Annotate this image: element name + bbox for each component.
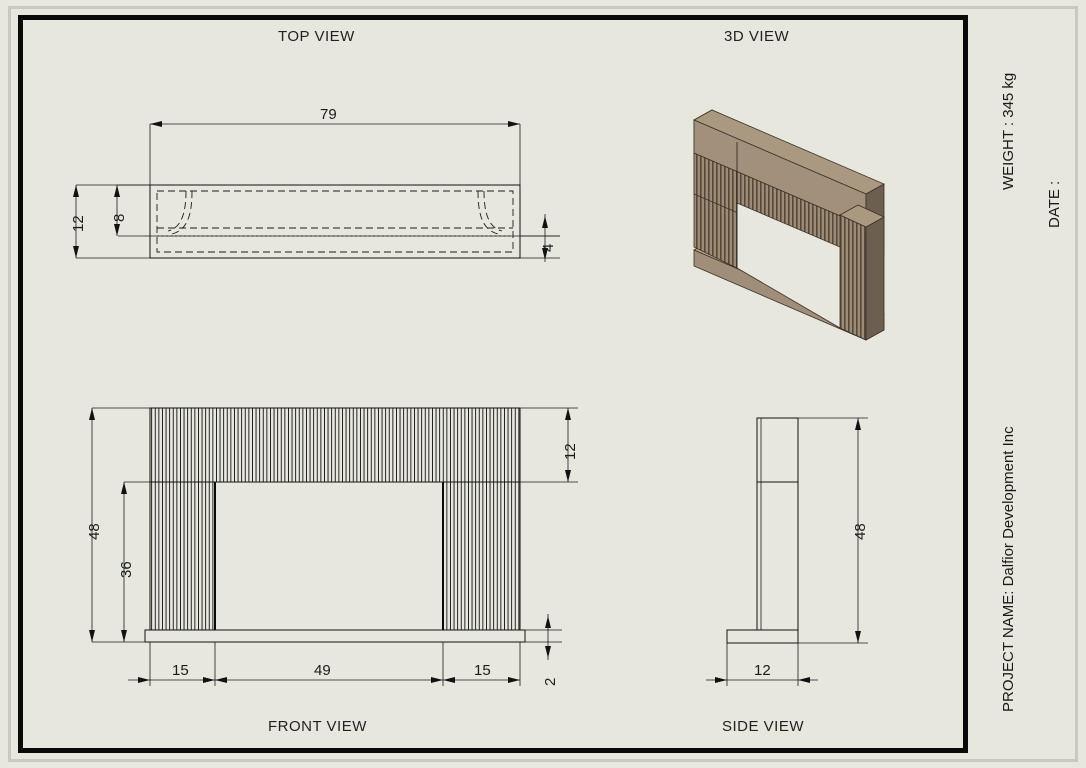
dim-side-width: 12 — [754, 662, 771, 679]
dim-side-height: 48 — [852, 523, 869, 540]
three-d-view-title: 3D VIEW — [724, 28, 790, 45]
sheet-border — [18, 15, 968, 753]
top-view-title: TOP VIEW — [278, 28, 355, 45]
dim-front-opening-width: 49 — [314, 662, 331, 679]
side-view-title: SIDE VIEW — [722, 718, 805, 735]
front-view-title: FRONT VIEW — [268, 718, 367, 735]
dim-front-right-pier: 15 — [474, 662, 491, 679]
dim-top-length: 79 — [320, 106, 337, 123]
dim-front-left-pier: 15 — [172, 662, 189, 679]
